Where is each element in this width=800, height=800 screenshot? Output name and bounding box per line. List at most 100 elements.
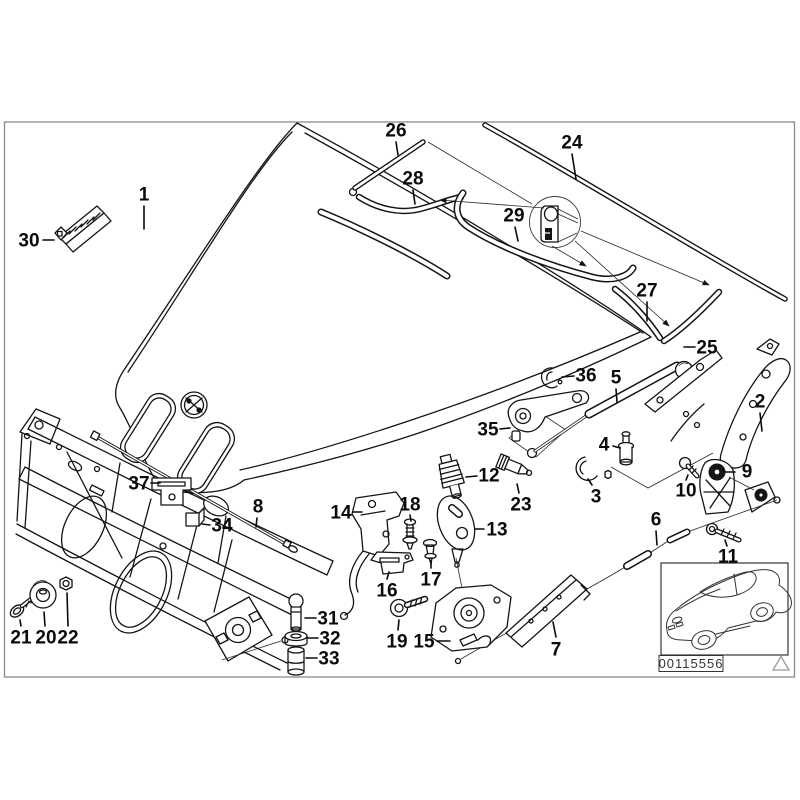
callout-7: 7 (551, 640, 562, 661)
callout-3: 3 (591, 487, 602, 508)
callout-31: 31 (317, 609, 339, 630)
callout-leader-19 (397, 619, 400, 631)
seal-strips (348, 122, 788, 345)
callout-29: 29 (503, 206, 524, 227)
callout-leader-23 (516, 483, 520, 494)
part-5-gas-strut (526, 360, 694, 459)
callout-leader-36 (561, 375, 575, 378)
callout-21: 21 (10, 628, 32, 649)
callout-25: 25 (696, 338, 718, 359)
part-32-nut (284, 630, 308, 647)
callout-leader-2 (759, 412, 763, 432)
callout-leader-35 (499, 427, 511, 430)
callout-leader-3 (587, 478, 593, 486)
callout-11: 11 (718, 547, 739, 568)
callout-leader-34 (201, 523, 211, 526)
callout-leader-20 (43, 611, 46, 627)
part-35-lever (507, 390, 590, 442)
callout-leader-12 (465, 475, 478, 478)
part-12-sensor (438, 453, 465, 499)
callout-6: 6 (651, 510, 662, 531)
callout-leader-10 (685, 474, 689, 481)
callout-leader-28 (412, 189, 416, 205)
part-36-clip (540, 367, 563, 389)
callout-13: 13 (486, 520, 507, 541)
callout-1: 1 (139, 185, 150, 206)
callout-26: 26 (385, 121, 406, 142)
part-10-screw (678, 456, 700, 479)
callout-leader-8 (255, 517, 258, 528)
callout-36: 36 (575, 366, 596, 387)
callout-35: 35 (477, 420, 499, 441)
callout-15: 15 (413, 632, 435, 653)
callout-17: 17 (420, 570, 441, 591)
callout-5: 5 (611, 368, 622, 389)
callout-30: 30 (18, 231, 39, 252)
part-11-screw (705, 522, 742, 543)
callout-23: 23 (510, 495, 531, 516)
part-30-rail (54, 205, 112, 253)
callout-14: 14 (330, 503, 352, 524)
car-icon (666, 569, 792, 650)
part-15-hood-lock (430, 584, 512, 652)
callout-12: 12 (478, 466, 499, 487)
callout-leader-26 (395, 141, 399, 156)
callout-leader-16 (386, 571, 390, 580)
callout-leader-22 (66, 592, 69, 627)
part-number-plate (658, 655, 724, 672)
hood-panel (114, 122, 652, 495)
part-18-screw (402, 518, 418, 550)
callout-leader-11 (724, 539, 728, 547)
part-22-nut (59, 576, 73, 591)
callout-leader-5 (615, 388, 618, 403)
part-31-ball-stud (288, 593, 304, 632)
callout-9: 9 (742, 462, 753, 483)
hood-front-edge-inner (239, 331, 641, 471)
callout-16: 16 (376, 581, 397, 602)
callout-4: 4 (599, 435, 610, 456)
callout-34: 34 (211, 516, 233, 537)
callout-24: 24 (561, 133, 583, 154)
callout-33: 33 (318, 649, 339, 670)
part-20-grommet (29, 580, 57, 609)
callout-leader-24 (571, 153, 577, 180)
diagram-frame (3, 121, 796, 678)
callout-10: 10 (675, 481, 696, 502)
callout-leader-18 (409, 514, 412, 522)
callout-19: 19 (386, 632, 407, 653)
part-17-rivet (422, 538, 438, 565)
callout-2: 2 (755, 392, 766, 413)
part-14-bracket (339, 491, 405, 621)
part-16-bracket (370, 551, 414, 575)
part-34-block (185, 507, 205, 527)
part-7-bar (505, 574, 591, 648)
callout-20: 20 (35, 628, 56, 649)
callout-8: 8 (253, 497, 264, 518)
part-4-pin (617, 431, 635, 466)
callout-28: 28 (402, 169, 423, 190)
callout-37: 37 (128, 474, 149, 495)
callout-22: 22 (57, 628, 78, 649)
part-23-switch (495, 453, 533, 476)
bmw-roundel-icon (180, 391, 208, 419)
hood-left-edge-inner (127, 131, 293, 373)
callout-leader-7 (552, 621, 557, 638)
callout-27: 27 (636, 281, 657, 302)
part-13-plate (436, 495, 476, 599)
seal-cross-section-detail (427, 141, 710, 327)
part-19-screw (389, 595, 429, 618)
callout-32: 32 (319, 629, 340, 650)
part-3-clip (575, 456, 612, 481)
callout-18: 18 (399, 495, 420, 516)
callout-leader-4 (612, 445, 621, 449)
callout-leader-6 (655, 530, 658, 546)
part-2-hinge (644, 338, 791, 469)
front-support-panel (15, 408, 334, 671)
part-37-bracket (151, 477, 192, 506)
part-33-buffer (287, 646, 305, 676)
vehicle-thumbnail-box: 00115556 (658, 562, 792, 672)
part-number-text: 00115556 (659, 656, 724, 671)
